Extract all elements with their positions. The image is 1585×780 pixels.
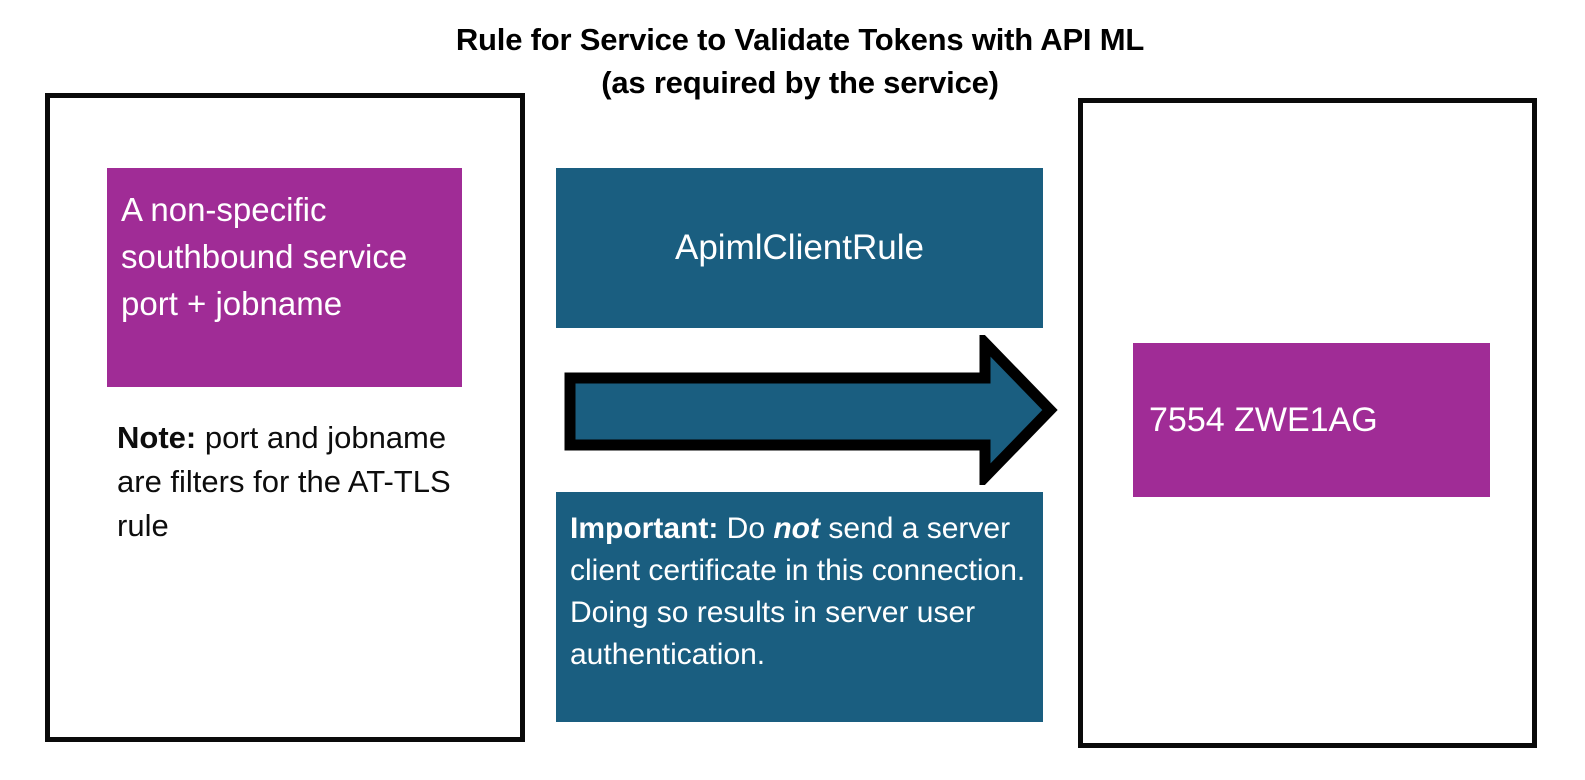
rule-name-box: ApimlClientRule [556,168,1043,328]
note-body: port and jobname are filters for the AT-… [117,420,451,543]
left-highlight-text: A non-specific southbound service port +… [121,191,408,322]
right-highlight-box: 7554 ZWE1AG [1133,343,1490,497]
important-box: Important: Do not send a server client c… [556,492,1043,722]
right-arrow-icon [564,335,1058,485]
diagram-title: Rule for Service to Validate Tokens with… [330,18,1270,104]
important-text: Important: Do not send a server client c… [570,508,1029,676]
important-part1: Do [718,512,774,545]
important-emphasis: not [773,512,820,545]
note-label: Note: [117,420,197,455]
important-part2: send a server client certificate in this… [570,512,1026,671]
title-line-2: (as required by the service) [601,65,999,100]
rule-name-label: ApimlClientRule [675,228,924,267]
left-highlight-box: A non-specific southbound service port +… [107,168,462,387]
left-note: Note: port and jobname are filters for t… [117,416,467,548]
title-line-1: Rule for Service to Validate Tokens with… [455,22,1145,57]
important-label: Important: [570,512,719,545]
right-highlight-text: 7554 ZWE1AG [1149,401,1378,439]
